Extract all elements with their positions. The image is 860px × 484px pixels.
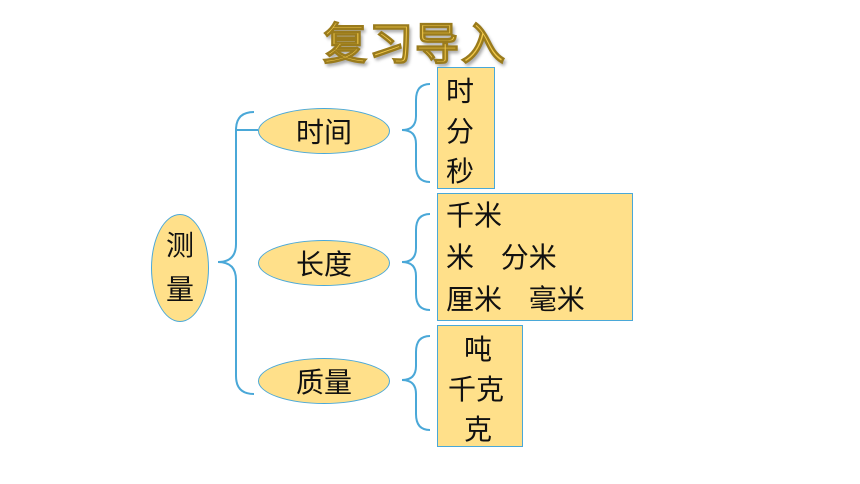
branch-label: 时间 (295, 116, 352, 149)
unit-item: 秒 (446, 155, 475, 188)
units-box-length: 千米 米 分米 厘米 毫米 (437, 193, 633, 321)
brace-length (401, 213, 431, 311)
root-char: 量 (165, 273, 194, 306)
unit-item: 千米 (446, 199, 503, 232)
unit-item: 分 (446, 115, 475, 148)
unit-item: 厘米 毫米 (446, 283, 585, 316)
brace-mass (401, 335, 431, 431)
unit-item: 千克 (448, 373, 505, 406)
branch-label: 长度 (295, 248, 352, 281)
page-title: 复习导入 (323, 19, 507, 71)
unit-item: 吨 (464, 333, 493, 366)
unit-item: 时 (446, 75, 475, 108)
root-char: 测 (165, 229, 194, 262)
root-brace (217, 111, 255, 395)
brace-time (401, 83, 431, 183)
root-node: 测 量 (151, 214, 209, 322)
branch-node-length: 长度 (258, 240, 390, 286)
branch-node-time: 时间 (258, 108, 390, 154)
branch-label: 质量 (295, 366, 352, 399)
unit-item: 克 (464, 413, 493, 446)
units-box-mass: 吨 千克 克 (437, 325, 523, 447)
unit-item: 米 分米 (446, 241, 557, 274)
units-box-time: 时 分 秒 (437, 67, 495, 189)
branch-node-mass: 质量 (258, 358, 390, 404)
